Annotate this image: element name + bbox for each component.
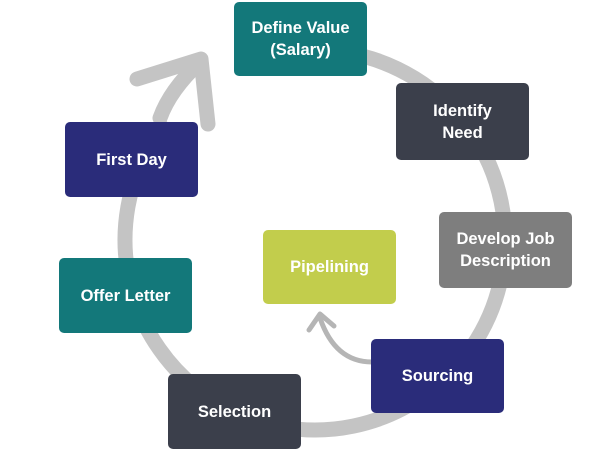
pipelining-arrow-icon (306, 311, 375, 365)
step-identify-need[interactable]: Identify Need (396, 83, 529, 160)
step-label: Define Value (Salary) (251, 19, 350, 59)
step-label: Pipelining (290, 258, 369, 276)
step-first-day[interactable]: First Day (65, 122, 198, 197)
step-define-value[interactable]: Define Value (Salary) (234, 2, 367, 76)
step-offer-letter[interactable]: Offer Letter (59, 258, 192, 333)
step-label: Offer Letter (80, 286, 171, 305)
step-sourcing[interactable]: Sourcing (371, 339, 504, 413)
step-selection[interactable]: Selection (168, 374, 301, 449)
cycle-arrowhead-icon (129, 51, 216, 132)
step-develop-job-description[interactable]: Develop Job Description (439, 212, 572, 288)
step-label: Selection (197, 402, 272, 421)
step-label: Identify Need (433, 101, 492, 142)
side-step-pipelining[interactable]: Pipelining (263, 230, 396, 304)
step-label: Sourcing (401, 367, 474, 385)
step-label: First Day (96, 150, 167, 169)
step-label: Develop Job Description (456, 230, 555, 270)
